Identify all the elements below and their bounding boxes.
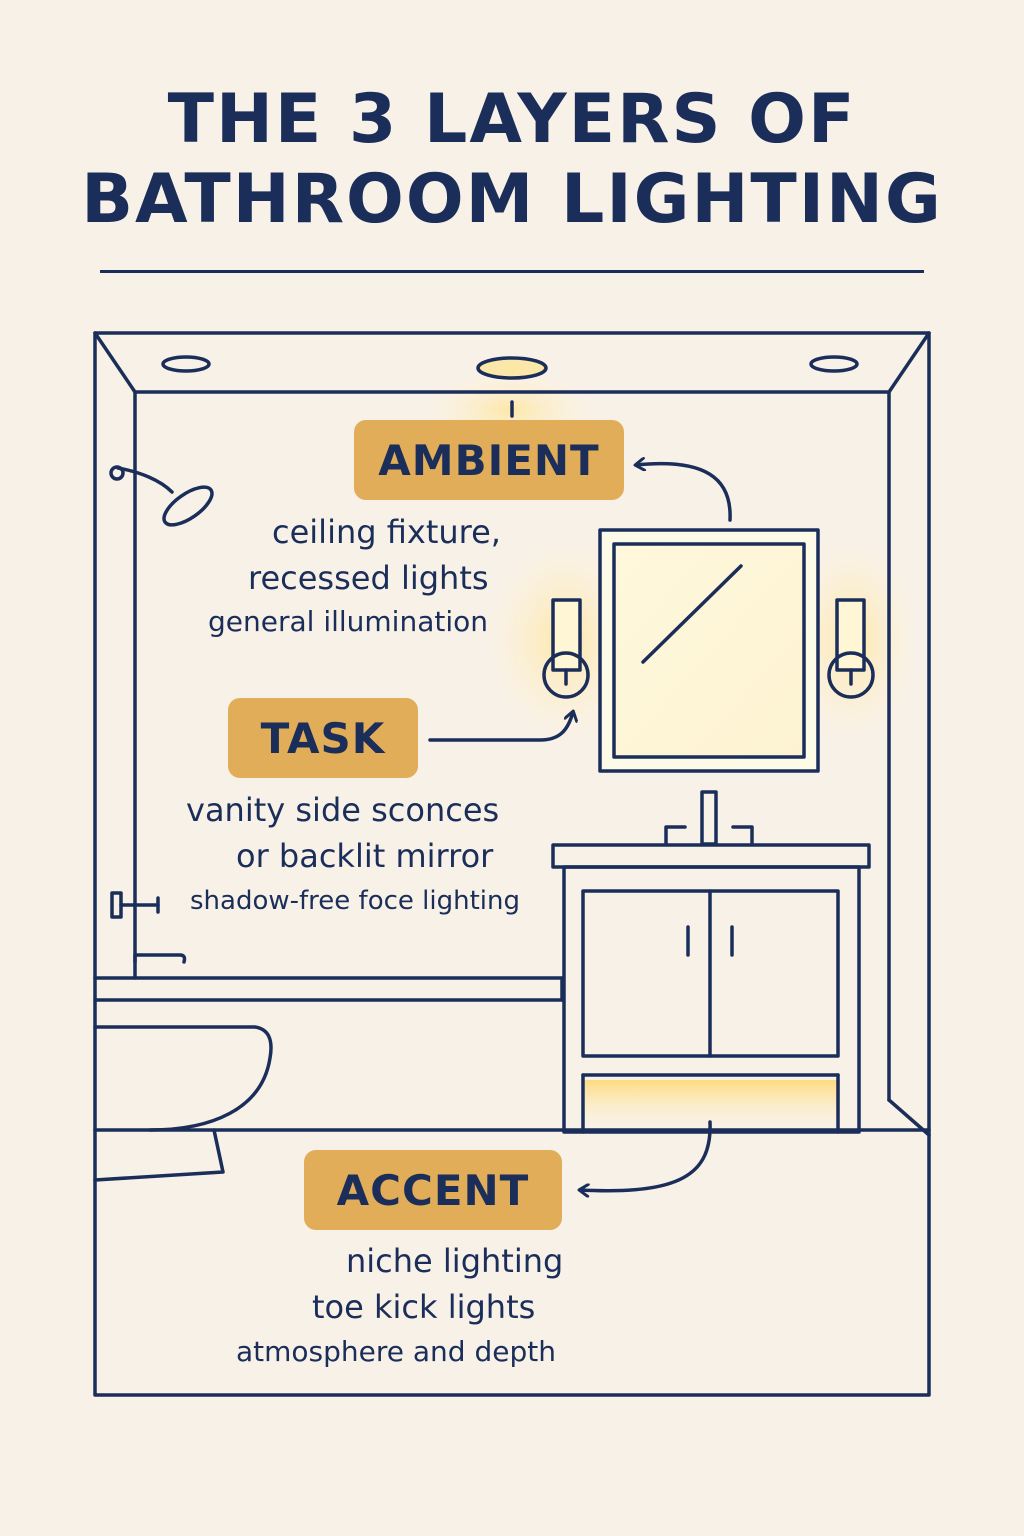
task-desc-line-1: vanity side sconces <box>186 791 500 829</box>
arrow-task <box>428 712 573 742</box>
tub-faucet <box>110 891 187 964</box>
left-sconce <box>542 598 590 699</box>
accent-badge: ACCENT <box>304 1150 562 1230</box>
title-divider <box>100 270 924 273</box>
arrow-accent <box>580 1120 712 1191</box>
title-line-1: THE 3 LAYERS OF <box>167 80 857 159</box>
accent-desc-line-2: toe kick lights <box>312 1288 536 1326</box>
right-sconce <box>827 598 875 699</box>
toilet <box>93 1025 273 1182</box>
task-desc-line-2: or backlit mirror <box>236 837 494 875</box>
arrow-ambient <box>636 464 732 522</box>
accent-desc-line-1: niche lighting <box>346 1242 564 1280</box>
ambient-desc-line-3: general illumination <box>208 605 488 638</box>
vanity-faucet <box>664 790 754 846</box>
room-frame <box>93 331 931 1397</box>
toe-kick-glow <box>585 1080 840 1130</box>
accent-desc-line-3: atmosphere and depth <box>236 1335 556 1368</box>
ceiling-light-center <box>476 356 548 380</box>
bathtub <box>93 976 564 1002</box>
ambient-desc-line-2: recessed lights <box>248 559 489 597</box>
shower-head <box>109 465 214 527</box>
ambient-desc-line-1: ceiling fixture, <box>272 513 501 551</box>
mirror-glass <box>612 542 806 759</box>
ambient-badge: AMBIENT <box>354 420 624 500</box>
task-desc-line-3: shadow-free foce lighting <box>190 886 520 916</box>
title-line-2: BATHROOM LIGHTING <box>81 160 943 239</box>
ceiling-light-left <box>161 355 211 373</box>
ceiling-light-right <box>809 355 859 373</box>
task-badge: TASK <box>228 698 418 778</box>
